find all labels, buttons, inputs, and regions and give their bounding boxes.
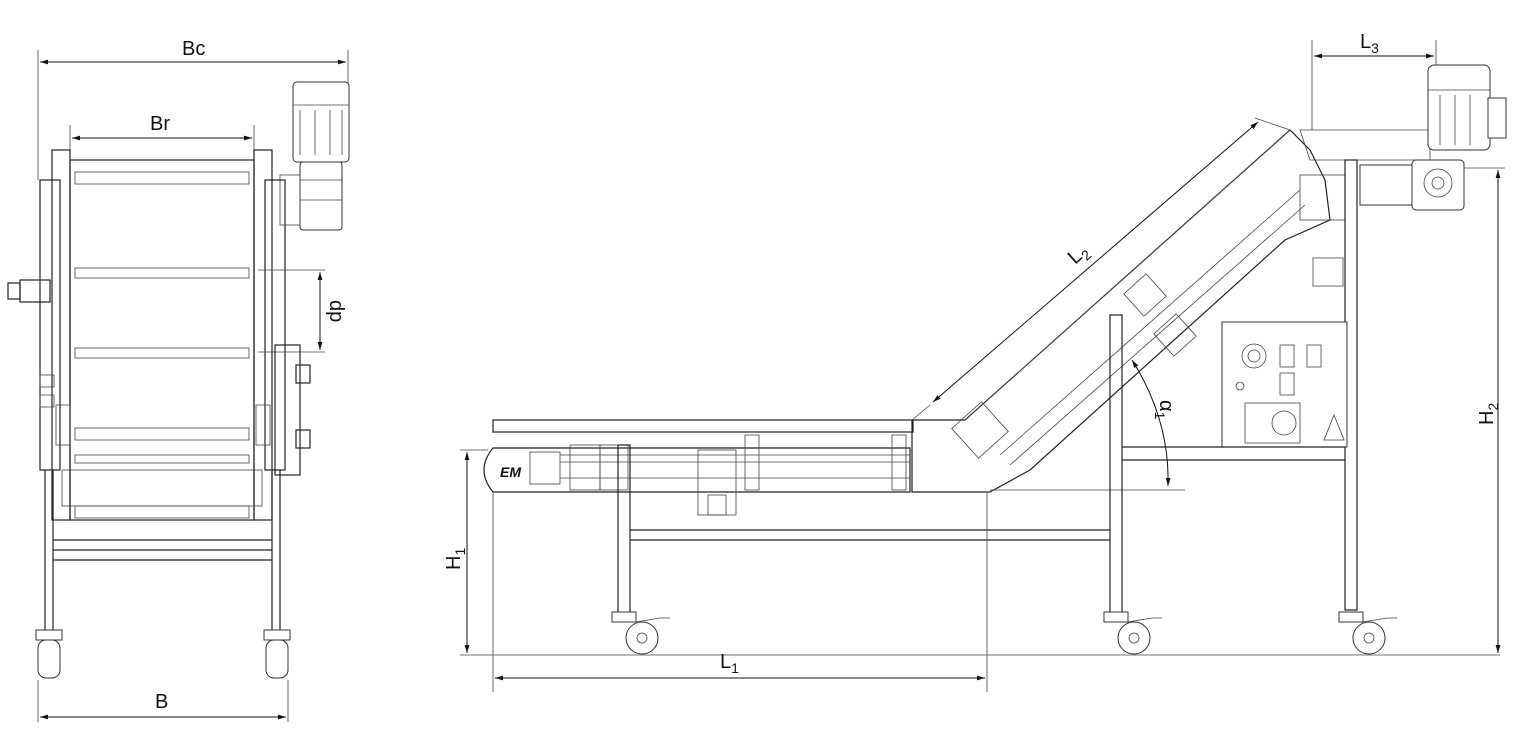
motor-side: [1411, 64, 1507, 211]
l2-dimension-line: [932, 121, 1259, 403]
h1-label: H1: [443, 548, 468, 570]
right-caster-front: [263, 629, 291, 679]
front-view: Bc Br: [7, 38, 350, 722]
caster-right: [1338, 611, 1397, 655]
dp-label: dp: [325, 300, 347, 322]
control-panel: [1221, 257, 1348, 448]
br-label: Br: [150, 113, 170, 135]
caster-left: [611, 611, 670, 655]
h2-label: H2: [1476, 403, 1501, 425]
l1-label: L1: [720, 651, 739, 676]
bc-label: Bc: [182, 38, 205, 60]
horizontal-section-top: [492, 419, 914, 433]
b-label: B: [155, 691, 168, 713]
side-view: EM L2: [443, 31, 1507, 692]
left-caster-front: [35, 629, 63, 679]
logo: EM: [500, 464, 521, 480]
motor: [279, 81, 350, 231]
alpha-label: α1: [1152, 400, 1177, 420]
alpha-arc: [1131, 359, 1171, 487]
l3-label: L3: [1360, 31, 1379, 56]
caster-middle: [1103, 611, 1162, 655]
horizontal-section-body: [483, 447, 911, 493]
belt: [69, 159, 255, 521]
